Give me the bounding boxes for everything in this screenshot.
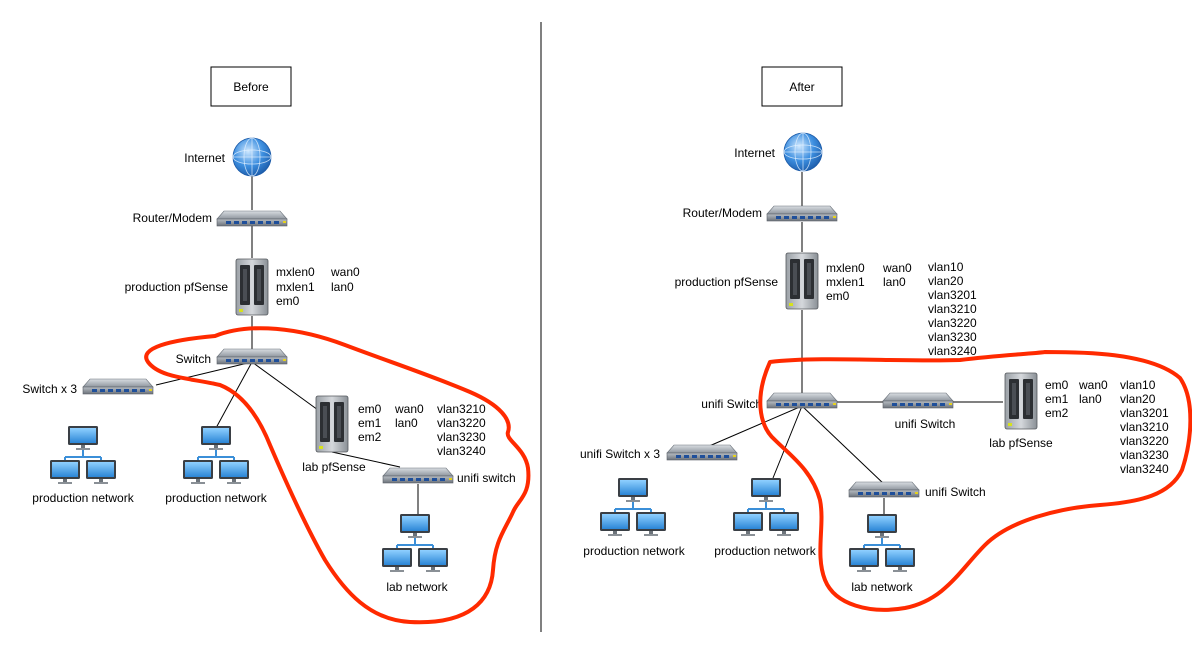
after-prod-if-2: em0 [826, 289, 850, 303]
after-lab-role-0: wan0 [1078, 378, 1108, 392]
after-lab-pfsense-label: lab pfSense [989, 436, 1053, 450]
after-prod-network-2: production network [714, 544, 816, 558]
lab-network-icon [382, 514, 448, 572]
before-prod-if-0: mxlen0 [276, 265, 315, 279]
before-lab-if-0: em0 [358, 402, 382, 416]
after-unifi-switch-main-label: unifi Switch [701, 397, 762, 411]
before-prod-if-2: em0 [276, 294, 300, 308]
after-unifi-switch-mid-icon [882, 392, 954, 409]
after-prod-role-0: wan0 [882, 261, 912, 275]
after-unifi-switch-mid-label: unifi Switch [895, 417, 956, 431]
after-title-box [761, 66, 843, 107]
unifi-switch-icon [382, 467, 454, 484]
after-lab-vlan-6: vlan3240 [1120, 462, 1169, 476]
after-production-network-2-icon [733, 478, 799, 536]
after-prod-vlan-4: vlan3220 [928, 316, 977, 330]
after-prod-vlan-0: vlan10 [928, 260, 964, 274]
core-switch-icon [216, 348, 288, 365]
after-lab-network-icon [849, 514, 915, 572]
after-unifi-switch-x3-label: unifi Switch x 3 [580, 447, 660, 461]
before-lab-pfsense-label: lab pfSense [302, 460, 366, 474]
before-lab-vlan-2: vlan3230 [437, 430, 486, 444]
after-internet-globe-icon [783, 132, 823, 172]
before-prod-if-1: mxlen1 [276, 280, 315, 294]
after-panel: After Internet Router/Modem production p… [580, 66, 1192, 612]
after-lab-vlan-5: vlan3230 [1120, 448, 1169, 462]
before-lab-network: lab network [386, 580, 448, 594]
after-lab-if-1: em1 [1045, 392, 1069, 406]
before-lab-vlan-0: vlan3210 [437, 402, 486, 416]
production-pfsense-server-icon [235, 258, 269, 316]
after-lab-role-1: lan0 [1079, 392, 1102, 406]
after-prod-network-1: production network [583, 544, 685, 558]
before-lab-vlan-3: vlan3240 [437, 444, 486, 458]
after-lab-if-0: em0 [1045, 378, 1069, 392]
production-network-2-icon [183, 426, 249, 484]
before-router-label: Router/Modem [133, 211, 212, 225]
before-lab-role-0: wan0 [394, 402, 424, 416]
before-prod-role-1: lan0 [331, 280, 354, 294]
after-lab-vlan-3: vlan3210 [1120, 420, 1169, 434]
production-network-1-icon [50, 426, 116, 484]
before-lab-if-1: em1 [358, 416, 382, 430]
before-prod-network-1: production network [32, 491, 134, 505]
before-lab-if-2: em2 [358, 430, 382, 444]
after-prod-vlan-1: vlan20 [928, 274, 964, 288]
before-highlight-outline [144, 326, 531, 625]
before-lab-vlan-1: vlan3220 [437, 416, 486, 430]
internet-globe-icon [232, 137, 272, 177]
before-prod-network-2: production network [165, 491, 267, 505]
after-lab-vlan-2: vlan3201 [1120, 406, 1169, 420]
after-lab-pfsense-server-icon [1004, 372, 1038, 430]
after-production-pfsense-server-icon [785, 252, 819, 310]
after-lab-network: lab network [851, 580, 913, 594]
before-prod-pfsense-label: production pfSense [125, 280, 229, 294]
before-panel: Before Internet Router/Modem production … [22, 66, 531, 625]
after-lab-vlan-4: vlan3220 [1120, 434, 1169, 448]
router-modem-icon [216, 210, 288, 227]
after-router-modem-icon [766, 205, 838, 222]
after-production-network-1-icon [600, 478, 666, 536]
before-switch-x3-label: Switch x 3 [22, 382, 77, 396]
after-unifi-switch-main-icon [766, 392, 838, 409]
after-prod-if-1: mxlen1 [826, 275, 865, 289]
after-prod-vlan-2: vlan3201 [928, 288, 977, 302]
after-highlight-outline [758, 350, 1192, 612]
before-prod-role-0: wan0 [330, 265, 360, 279]
after-unifi-switch-lab-label: unifi Switch [925, 485, 986, 499]
after-internet-label: Internet [734, 146, 775, 160]
after-links [699, 172, 1003, 514]
after-prod-vlan-6: vlan3240 [928, 344, 977, 358]
before-title: Before [233, 80, 269, 94]
after-lab-vlan-0: vlan10 [1120, 378, 1156, 392]
before-internet-label: Internet [184, 151, 225, 165]
before-unifi-switch-label: unifi switch [457, 471, 516, 485]
after-lab-if-2: em2 [1045, 406, 1069, 420]
after-prod-vlan-5: vlan3230 [928, 330, 977, 344]
after-unifi-switch-x3-icon [666, 444, 738, 461]
after-lab-vlan-1: vlan20 [1120, 392, 1156, 406]
lab-pfsense-server-icon [315, 395, 349, 453]
after-prod-if-0: mxlen0 [826, 261, 865, 275]
after-prod-role-1: lan0 [883, 275, 906, 289]
after-prod-pfsense-label: production pfSense [675, 275, 779, 289]
after-title: After [789, 80, 814, 94]
after-unifi-switch-lab-icon [848, 481, 920, 498]
switch-x3-icon [82, 378, 154, 395]
before-switch-label: Switch [176, 352, 211, 366]
before-lab-role-1: lan0 [395, 416, 418, 430]
after-router-label: Router/Modem [683, 206, 762, 220]
before-title-box [210, 66, 292, 107]
after-prod-vlan-3: vlan3210 [928, 302, 977, 316]
